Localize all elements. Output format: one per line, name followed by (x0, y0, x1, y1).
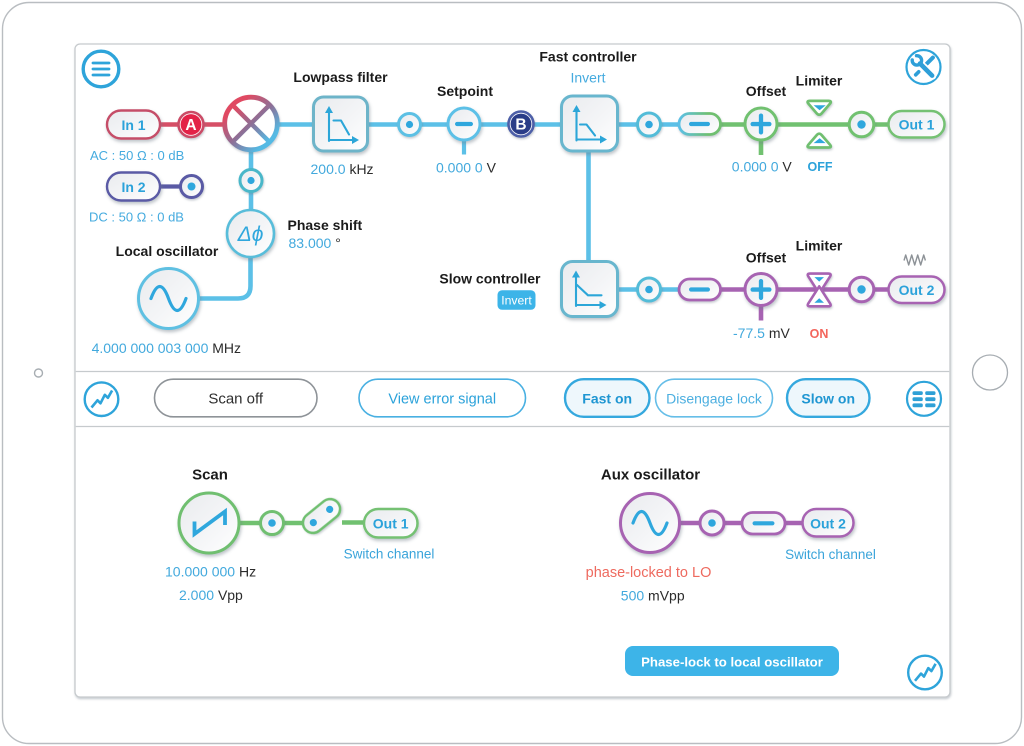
svg-text:A: A (185, 117, 196, 134)
svg-text:Offset: Offset (746, 83, 787, 99)
svg-text:B: B (515, 117, 526, 134)
svg-text:Offset: Offset (746, 250, 787, 266)
svg-text:Invert: Invert (501, 293, 532, 307)
svg-text:OFF: OFF (808, 160, 833, 174)
svg-text:Out 1: Out 1 (899, 117, 935, 133)
svg-text:phase-locked to LO: phase-locked to LO (586, 565, 712, 581)
svg-text:ON: ON (810, 327, 829, 341)
svg-text:Invert: Invert (570, 70, 605, 86)
svg-text:Slow on: Slow on (801, 391, 855, 407)
svg-text:Phase-lock to local oscillator: Phase-lock to local oscillator (641, 655, 823, 670)
svg-text:Switch channel: Switch channel (344, 547, 435, 562)
svg-text:Scan off: Scan off (208, 391, 264, 408)
svg-text:Setpoint: Setpoint (437, 83, 493, 99)
svg-text:0.000 0 V: 0.000 0 V (436, 160, 497, 176)
svg-text:Limiter: Limiter (796, 73, 843, 89)
svg-text:Scan: Scan (192, 467, 228, 484)
svg-text:Δϕ: Δϕ (237, 223, 264, 246)
svg-text:500 mVpp: 500 mVpp (621, 588, 685, 604)
svg-text:83.000 °: 83.000 ° (289, 235, 341, 251)
svg-text:Out 2: Out 2 (810, 515, 846, 531)
svg-text:AC : 50 Ω : 0 dB: AC : 50 Ω : 0 dB (90, 148, 184, 163)
svg-text:Fast on: Fast on (582, 391, 632, 407)
svg-text:Lowpass filter: Lowpass filter (293, 69, 388, 85)
svg-text:Limiter: Limiter (796, 238, 843, 254)
svg-text:Disengage lock: Disengage lock (666, 391, 763, 407)
svg-text:2.000 Vpp: 2.000 Vpp (179, 587, 243, 603)
svg-text:Out 2: Out 2 (899, 282, 935, 298)
svg-text:0.000 0 V: 0.000 0 V (732, 159, 793, 175)
svg-text:10.000 000 Hz: 10.000 000 Hz (165, 564, 256, 580)
svg-text:DC : 50 Ω : 0 dB: DC : 50 Ω : 0 dB (89, 210, 184, 225)
svg-text:View error signal: View error signal (388, 392, 496, 408)
svg-text:4.000 000 003 000 MHz: 4.000 000 003 000 MHz (92, 340, 241, 356)
svg-text:In 2: In 2 (121, 179, 145, 195)
svg-text:Switch channel: Switch channel (785, 547, 876, 562)
svg-text:Out 1: Out 1 (373, 516, 409, 532)
svg-text:In 1: In 1 (121, 117, 145, 133)
svg-text:Fast controller: Fast controller (539, 49, 637, 65)
svg-text:-77.5 mV: -77.5 mV (733, 325, 790, 341)
svg-text:Aux oscillator: Aux oscillator (601, 467, 700, 484)
svg-text:Phase shift: Phase shift (288, 217, 363, 233)
svg-text:200.0 kHz: 200.0 kHz (311, 161, 374, 177)
svg-text:Local oscillator: Local oscillator (116, 243, 219, 259)
svg-text:Slow controller: Slow controller (439, 271, 541, 287)
